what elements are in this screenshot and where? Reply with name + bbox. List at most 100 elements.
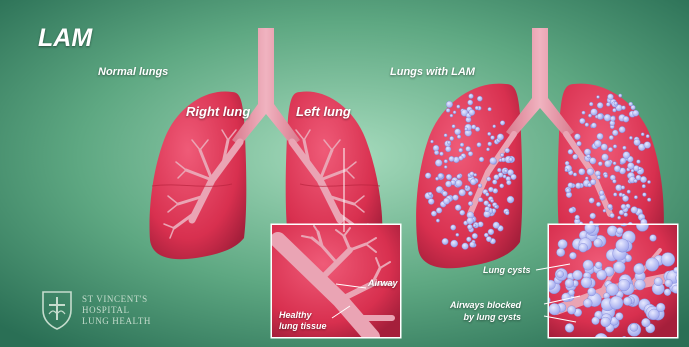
cyst — [590, 179, 596, 185]
cyst — [613, 179, 617, 183]
cyst — [565, 323, 574, 332]
cyst — [486, 148, 489, 151]
cyst — [435, 159, 442, 166]
cyst — [579, 243, 588, 252]
cyst — [630, 323, 638, 331]
cyst — [624, 213, 628, 217]
cyst — [592, 317, 600, 325]
cyst — [588, 114, 591, 117]
cyst — [581, 277, 592, 288]
cyst — [444, 166, 447, 169]
cyst — [575, 183, 581, 189]
cyst — [619, 94, 622, 97]
cyst — [643, 193, 647, 197]
cyst — [621, 204, 626, 209]
cyst — [588, 288, 596, 296]
cyst — [568, 183, 573, 188]
cyst — [500, 121, 505, 126]
cyst — [425, 173, 431, 179]
cyst — [591, 109, 598, 116]
cyst — [598, 162, 602, 166]
cyst — [456, 233, 459, 236]
cyst — [634, 264, 645, 275]
cyst — [595, 262, 602, 269]
cyst — [587, 168, 594, 175]
cyst — [579, 169, 585, 175]
cyst — [475, 127, 480, 132]
cyst — [455, 129, 461, 135]
cyst — [665, 279, 673, 287]
cyst — [597, 270, 607, 280]
cyst — [591, 123, 596, 128]
cyst — [498, 173, 503, 178]
cyst — [445, 181, 451, 187]
cyst — [457, 105, 460, 108]
cyst — [478, 198, 482, 202]
cyst — [565, 169, 568, 172]
cyst — [650, 235, 657, 242]
normal-lungs-label: Normal lungs — [98, 66, 168, 78]
cyst — [634, 196, 637, 199]
cyst — [647, 180, 650, 183]
cyst — [608, 204, 613, 209]
cyst — [590, 213, 596, 219]
cyst — [618, 216, 621, 219]
cyst — [634, 139, 641, 146]
cyst — [557, 271, 564, 278]
lung-cysts-label: Lung cysts — [483, 265, 531, 275]
cyst — [477, 96, 482, 101]
cyst — [577, 141, 582, 146]
cyst — [494, 205, 497, 208]
cyst — [609, 135, 613, 139]
cyst — [614, 166, 620, 172]
cyst — [470, 172, 474, 176]
cyst — [470, 242, 476, 248]
cyst — [442, 191, 447, 196]
cyst — [620, 158, 626, 164]
cyst — [488, 187, 493, 192]
cyst — [627, 190, 631, 194]
cyst — [604, 174, 608, 178]
healthy-tissue-label-line2: lung tissue — [279, 321, 327, 332]
cyst — [452, 125, 455, 128]
cyst — [449, 156, 454, 161]
cyst — [614, 102, 618, 106]
cyst — [469, 94, 474, 99]
cyst — [446, 174, 452, 180]
airways-blocked-label-line1: Airways blocked — [450, 299, 521, 311]
cyst — [595, 171, 601, 177]
cyst — [504, 169, 508, 173]
cyst — [487, 177, 491, 181]
cyst — [492, 180, 497, 185]
cyst — [488, 229, 494, 235]
airways-blocked-label: Airways blocked by lung cysts — [450, 299, 521, 323]
cyst — [565, 279, 574, 288]
cyst — [585, 177, 588, 180]
cyst — [573, 270, 583, 280]
cyst — [569, 252, 576, 259]
cyst — [613, 108, 617, 112]
left-lung-label: Left lung — [296, 104, 351, 119]
cyst — [589, 198, 594, 203]
cyst — [599, 191, 604, 196]
cyst — [505, 148, 510, 153]
cyst — [470, 179, 476, 185]
cyst — [587, 155, 591, 159]
airway-label: Airway — [368, 278, 398, 288]
cyst — [457, 135, 461, 139]
cyst — [641, 318, 650, 327]
cyst — [475, 106, 479, 110]
cyst — [616, 227, 623, 234]
cyst — [647, 198, 651, 202]
cyst — [664, 289, 671, 296]
cyst — [635, 279, 646, 290]
cyst — [488, 132, 491, 135]
inset-lam-cysts — [543, 215, 686, 347]
cyst — [603, 209, 606, 212]
cyst — [447, 141, 450, 144]
cyst — [468, 201, 472, 205]
cyst — [612, 130, 618, 136]
cyst — [493, 125, 496, 128]
cyst — [597, 133, 603, 139]
